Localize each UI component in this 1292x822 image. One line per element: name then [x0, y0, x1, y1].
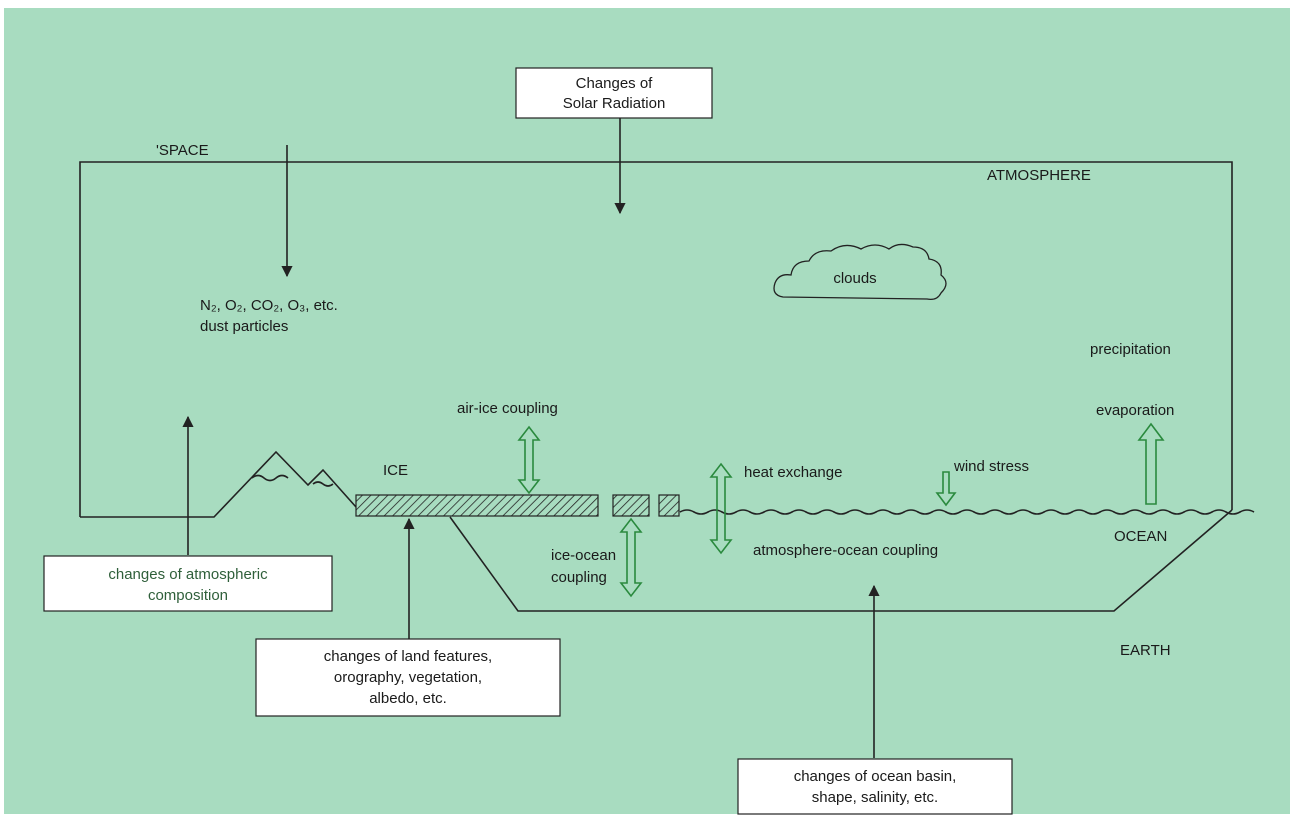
wind-stress-label: wind stress	[953, 458, 1029, 475]
atmosphere-ocean-label: atmosphere-ocean coupling	[753, 542, 938, 559]
ice-ocean-label-1: ice-ocean	[551, 547, 616, 564]
ocean-box-line-2: shape, salinity, etc.	[812, 789, 938, 806]
atmospheric-box-line-2: composition	[148, 587, 228, 604]
land-features-box: changes of land features, orography, veg…	[255, 638, 561, 717]
ocean-label: OCEAN	[1114, 528, 1167, 545]
precipitation-label: precipitation	[1090, 341, 1171, 358]
gases-label: N₂, O₂, CO₂, O₃, etc.	[200, 297, 338, 314]
ice-ocean-label-2: coupling	[551, 569, 607, 586]
solar-radiation-box: Changes of Solar Radiation	[515, 67, 713, 119]
space-label: 'SPACE	[156, 142, 209, 159]
ocean-basin-outline	[449, 509, 1233, 612]
solar-box-line-1: Changes of	[576, 75, 654, 92]
heat-exchange-label: heat exchange	[744, 464, 842, 481]
mountain-snow-2	[312, 481, 334, 487]
atmosphere-label: ATMOSPHERE	[987, 167, 1091, 184]
mountain-snow	[251, 474, 289, 482]
atmospheric-box-line-1: changes of atmospheric	[108, 566, 268, 583]
evaporation-arrow	[1137, 422, 1165, 505]
land-surface-line	[80, 450, 357, 518]
atmosphere-outline	[79, 161, 1233, 517]
clouds-label: clouds	[833, 270, 876, 287]
ice-ocean-coupling-arrow	[619, 517, 643, 598]
ocean-box-line-1: changes of ocean basin,	[794, 768, 957, 785]
diagram-background	[4, 8, 1290, 814]
earth-label: EARTH	[1120, 642, 1171, 659]
dust-label: dust particles	[200, 318, 288, 335]
land-box-line-3: albedo, etc.	[369, 690, 447, 707]
heat-exchange-arrow	[709, 462, 733, 555]
evaporation-label: evaporation	[1096, 402, 1174, 419]
ocean-surface	[679, 509, 1255, 515]
land-box-line-2: orography, vegetation,	[334, 669, 482, 686]
cloud-icon	[773, 243, 947, 301]
air-ice-label: air-ice coupling	[457, 400, 558, 417]
ice-sheet	[355, 494, 599, 517]
atmospheric-composition-box: changes of atmospheric composition	[43, 555, 333, 612]
land-box-line-1: changes of land features,	[324, 648, 492, 665]
ice-label: ICE	[383, 462, 408, 479]
ocean-basin-box: changes of ocean basin, shape, salinity,…	[737, 758, 1013, 815]
air-ice-coupling-arrow	[517, 425, 541, 495]
wind-stress-arrow	[935, 471, 957, 507]
ice-floe-1	[612, 494, 650, 517]
solar-box-line-2: Solar Radiation	[563, 95, 666, 112]
ice-floe-2	[658, 494, 680, 517]
